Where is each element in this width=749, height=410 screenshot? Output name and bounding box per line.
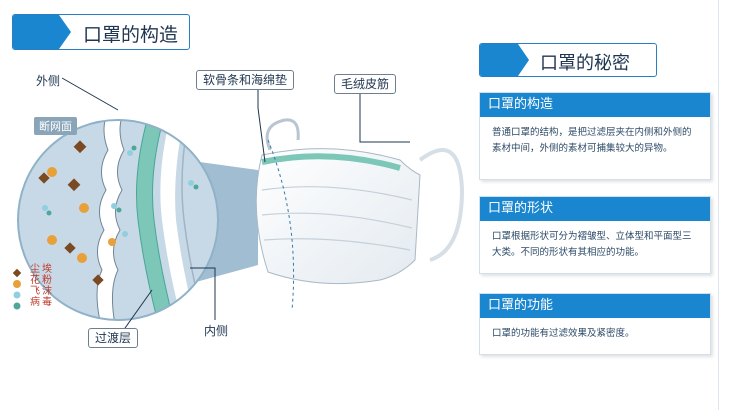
droplet-particle <box>116 207 122 213</box>
legend-item-droplet: 飞沫 <box>12 284 72 298</box>
droplet-icon <box>12 285 22 298</box>
mask-pleat <box>263 238 411 251</box>
droplet-particle <box>188 180 194 186</box>
inner-side-label: 内侧 <box>204 324 229 338</box>
droplet-particle <box>193 184 199 190</box>
outer-layer-wave <box>96 120 125 320</box>
card-body: 普通口罩的结构，是把过滤层夹在内侧和外侧的素材中间，外侧的素材可捕集较大的异物。 <box>492 127 692 154</box>
earloop-label: 毛绒皮筋 <box>334 74 397 94</box>
pollen-particle <box>47 167 57 177</box>
pollen-particles <box>47 167 116 263</box>
mask-body <box>255 148 421 285</box>
outer-leader <box>61 77 119 111</box>
mask-pleat <box>261 186 413 201</box>
dust-icon <box>12 263 22 277</box>
card-function: 口罩的功能 口罩的功能有过滤效果及紧密度。 <box>479 293 711 355</box>
mask-diagram <box>17 77 465 339</box>
core-leader <box>257 90 266 163</box>
dust-particle <box>38 172 50 184</box>
legend-label: 花粉 <box>30 275 54 286</box>
core-strip-label: 软骨条和海绵垫 <box>196 70 295 90</box>
earloop-leader <box>359 90 410 143</box>
mask-centerline <box>267 139 295 311</box>
legend-label: 尘埃 <box>30 264 54 275</box>
card-shape: 口罩的形状 口罩根据形状可分为褶皱型、立体型和平面型三大类。不同的形状有其相应的… <box>479 196 711 274</box>
particle-legend: 尘埃 花粉 飞沫 病毒 <box>12 262 72 309</box>
right-edge-rule <box>718 0 719 410</box>
mask-earloop-front <box>418 148 465 262</box>
pollen-particle <box>79 203 89 213</box>
card-structure: 口罩的构造 普通口罩的结构，是把过滤层夹在内侧和外侧的素材中间，外侧的素材可捕集… <box>479 92 711 180</box>
secret-title: 口罩的秘密 <box>540 53 630 74</box>
card-body: 口罩的功能有过滤效果及紧密度。 <box>492 328 635 339</box>
legend-item-dust: 尘埃 <box>12 262 72 277</box>
pollen-particle <box>47 235 57 245</box>
legend-label: 飞沫 <box>30 286 54 297</box>
legend-item-pollen: 花粉 <box>12 273 72 288</box>
cross-section-tag: 断网面 <box>34 117 77 135</box>
legend-item-virus: 病毒 <box>12 295 72 309</box>
droplet-particle <box>46 210 52 216</box>
inner-leader <box>190 267 216 320</box>
mask-pleat <box>261 212 413 229</box>
card-title: 口罩的形状 <box>480 197 710 221</box>
outer-side-label: 外侧 <box>36 74 61 88</box>
droplet-particle <box>127 150 133 156</box>
droplet-particle <box>42 205 48 211</box>
droplet-particles <box>42 145 199 237</box>
inner-layer-band <box>160 120 198 320</box>
pollen-particle <box>108 238 116 246</box>
dust-particle <box>67 178 81 192</box>
structure-title-box: 口罩的构造 <box>12 14 190 50</box>
cross-section-outline <box>17 119 219 321</box>
card-title: 口罩的功能 <box>480 294 710 318</box>
dust-particle <box>73 140 87 154</box>
virus-icon <box>12 296 22 309</box>
filter-layer-label: 过渡层 <box>88 328 139 348</box>
filter-layer-band <box>136 120 177 320</box>
structure-title: 口罩的构造 <box>83 24 179 46</box>
card-title: 口罩的构造 <box>480 93 710 117</box>
mask-nose-strip <box>261 153 401 171</box>
legend-label: 病毒 <box>30 297 54 308</box>
secret-title-box: 口罩的秘密 <box>479 43 657 77</box>
droplet-particle <box>111 203 117 209</box>
title-tag-shape <box>13 15 71 49</box>
mask-earloop-back <box>265 118 300 151</box>
pollen-particle <box>77 253 87 263</box>
droplet-particle <box>122 231 128 237</box>
droplet-particle <box>131 145 137 151</box>
pollen-icon <box>12 274 22 288</box>
title-tag-shape <box>480 44 529 76</box>
card-body: 口罩根据形状可分为褶皱型、立体型和平面型三大类。不同的形状有其相应的功能。 <box>492 231 692 258</box>
